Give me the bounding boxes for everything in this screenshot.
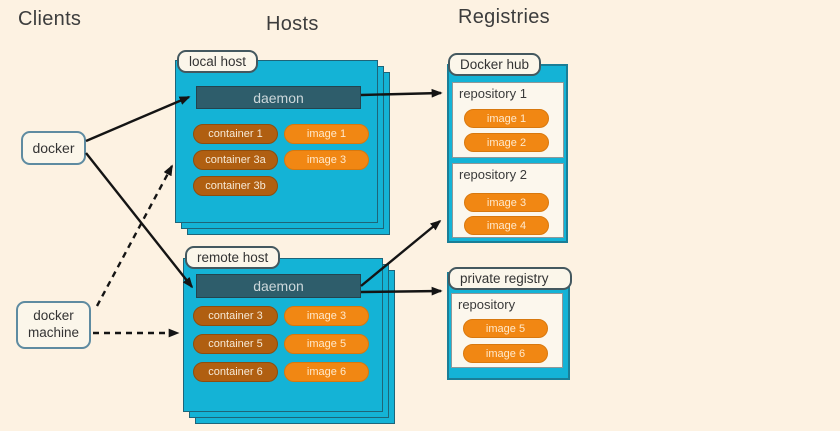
local-host-daemon: daemon — [196, 86, 361, 109]
repository-title: repository — [458, 297, 516, 312]
repository: repository image 5 image 6 — [451, 293, 563, 368]
repository-title: repository 1 — [459, 86, 527, 101]
container-pill: container 3b — [193, 176, 278, 196]
column-header-registries: Registries — [458, 6, 550, 28]
image-pill: image 3 — [284, 306, 369, 326]
arrow-docker-machine-to-local-host-dashed — [95, 164, 174, 307]
image-pill: image 3 — [464, 193, 549, 212]
remote-host-daemon: daemon — [196, 274, 361, 298]
column-header-clients: Clients — [18, 8, 82, 30]
remote-host-label: remote host — [185, 246, 281, 269]
docker-hub-label: Docker hub — [448, 53, 542, 76]
container-pill: container 3a — [193, 150, 278, 170]
image-pill: image 5 — [463, 319, 548, 338]
arrow-docker-to-local-daemon — [85, 95, 191, 143]
image-pill: image 2 — [464, 133, 549, 152]
image-pill: image 1 — [284, 124, 369, 144]
image-pill: image 1 — [464, 109, 549, 128]
docker-machine-node: docker machine — [16, 301, 91, 349]
image-pill: image 6 — [463, 344, 548, 363]
container-pill: container 3 — [193, 306, 278, 326]
container-pill: container 6 — [193, 362, 278, 382]
local-host-label: local host — [177, 50, 259, 73]
column-header-hosts: Hosts — [266, 13, 319, 35]
bottom-edge-strip — [0, 431, 840, 435]
image-pill: image 5 — [284, 334, 369, 354]
local-host-images: image 1 image 3 — [284, 124, 369, 170]
private-registry-label: private registry — [448, 267, 572, 290]
repository-title: repository 2 — [459, 167, 527, 182]
local-host-containers: container 1 container 3a container 3b — [193, 124, 278, 196]
image-pill: image 4 — [464, 216, 549, 235]
container-pill: container 5 — [193, 334, 278, 354]
remote-host-panel: daemon container 3 container 5 container… — [183, 258, 383, 412]
local-host-panel: daemon container 1 container 3a containe… — [175, 60, 378, 223]
remote-host-images: image 3 image 5 image 6 — [284, 306, 369, 382]
remote-host-containers: container 3 container 5 container 6 — [193, 306, 278, 382]
repository-1: repository 1 image 1 image 2 — [452, 82, 564, 158]
image-pill: image 3 — [284, 150, 369, 170]
container-pill: container 1 — [193, 124, 278, 144]
docker-client-node: docker — [21, 131, 86, 165]
image-pill: image 6 — [284, 362, 369, 382]
repository-2: repository 2 image 3 image 4 — [452, 163, 564, 238]
